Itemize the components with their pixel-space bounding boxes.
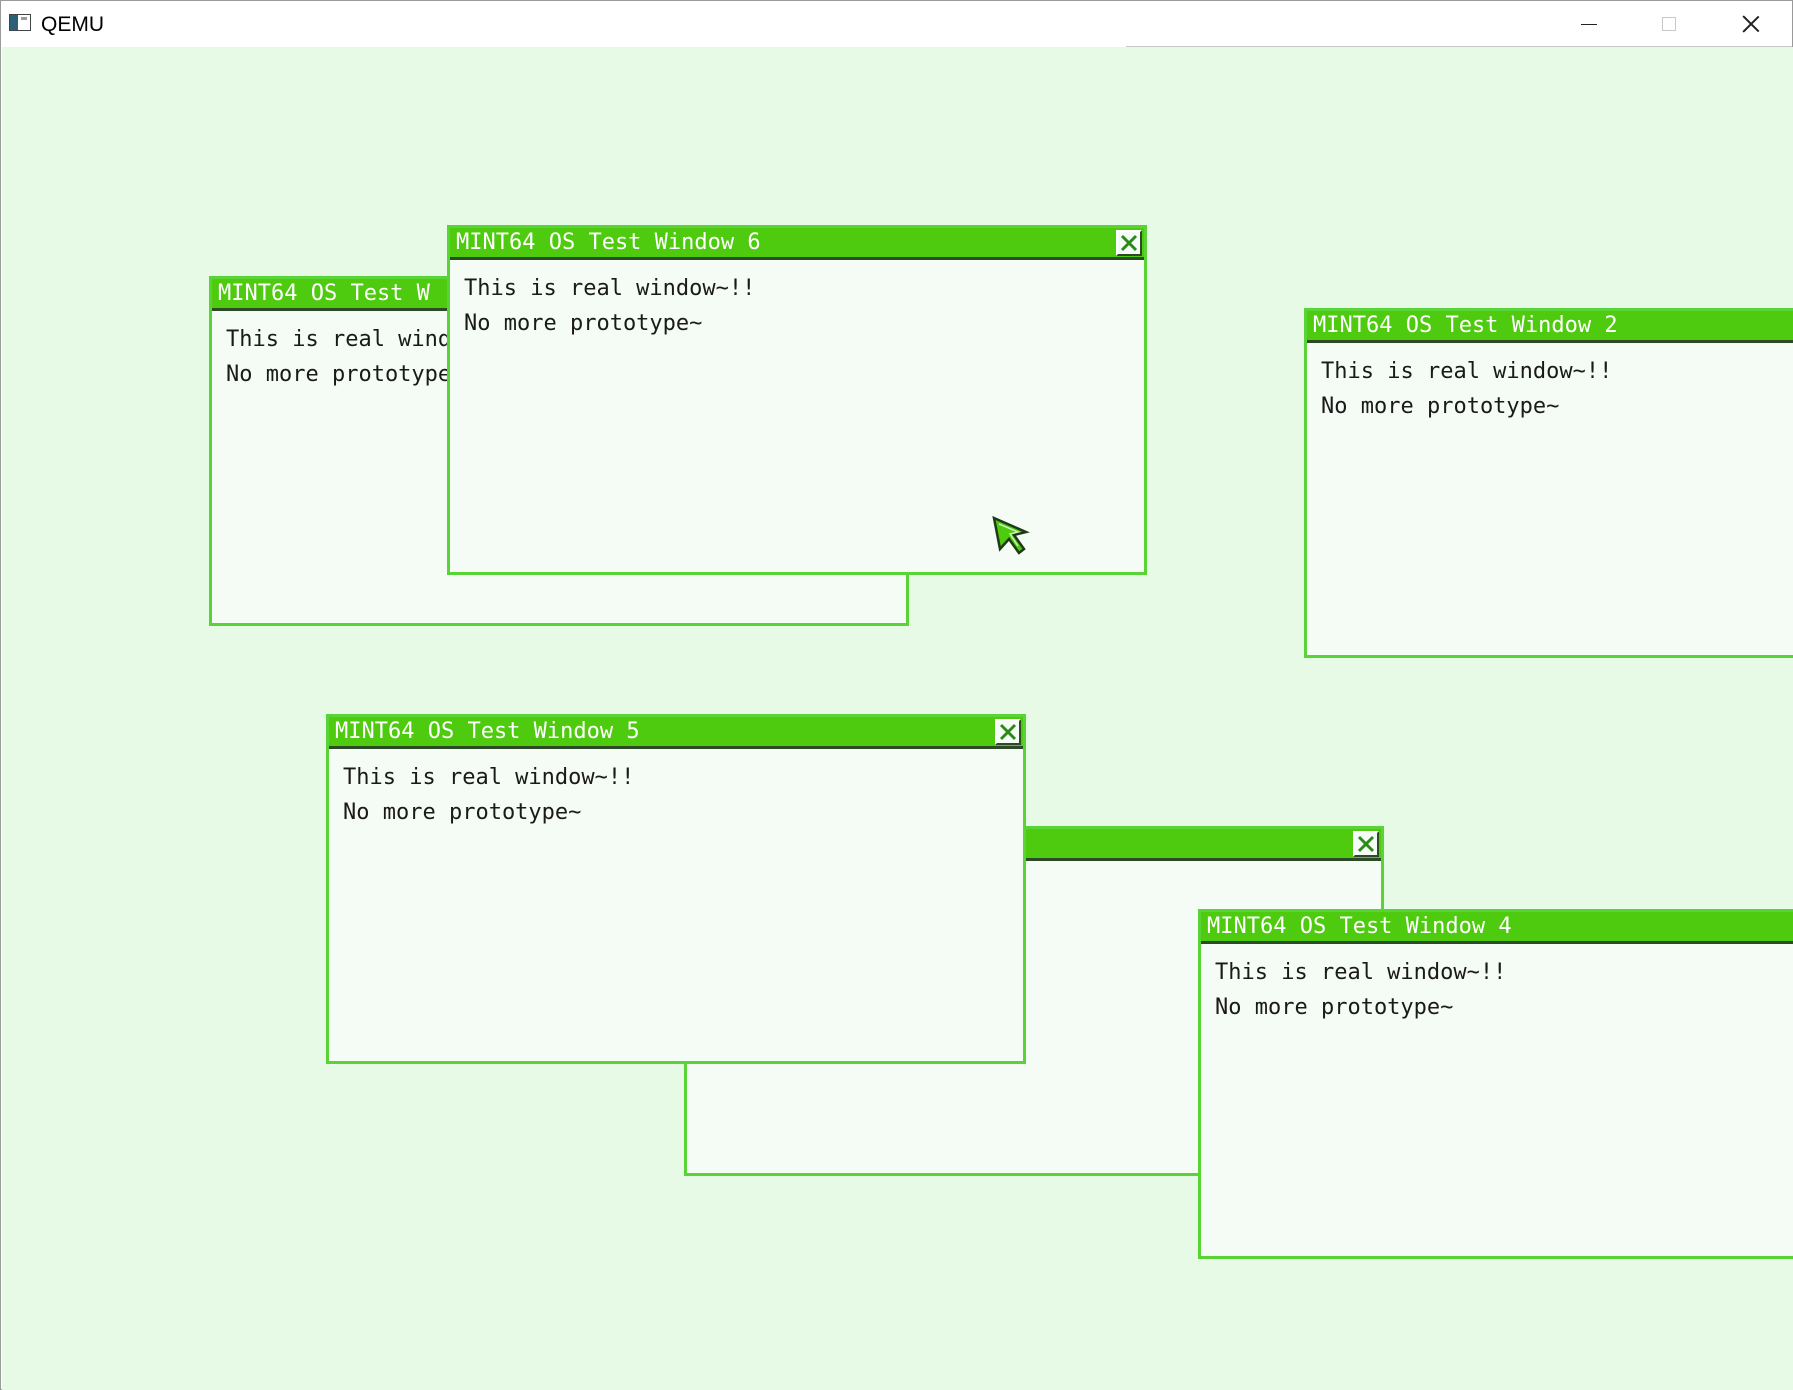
os-window-6-line-2: No more prototype~ bbox=[464, 311, 703, 336]
close-button[interactable] bbox=[1711, 1, 1791, 47]
os-window-1-line-2: No more prototype~ bbox=[226, 362, 465, 387]
os-window-4-titlebar[interactable]: MINT64 OS Test Window 4 bbox=[1201, 912, 1793, 944]
host-titlebar[interactable]: QEMU bbox=[1, 1, 1792, 47]
close-icon bbox=[1120, 234, 1138, 252]
titlebar-divider bbox=[1126, 46, 1792, 47]
os-window-2-body: This is real window~!! No more prototype~ bbox=[1321, 354, 1612, 424]
qemu-app-icon bbox=[9, 14, 31, 31]
close-icon bbox=[1742, 15, 1760, 33]
os-window-5-line-1: This is real window~!! bbox=[343, 765, 635, 790]
os-window-5-titlebar[interactable]: MINT64 OS Test Window 5 bbox=[329, 717, 1023, 749]
os-window-2-line-1: This is real window~!! bbox=[1321, 359, 1613, 384]
minimize-button[interactable] bbox=[1549, 1, 1629, 47]
os-window-5[interactable]: MINT64 OS Test Window 5 This is real win… bbox=[326, 714, 1026, 1064]
mouse-cursor-icon bbox=[992, 516, 1030, 555]
os-window-4-line-2: No more prototype~ bbox=[1215, 995, 1454, 1020]
maximize-icon bbox=[1662, 17, 1676, 31]
close-icon bbox=[1357, 835, 1375, 853]
host-window-title: QEMU bbox=[41, 13, 104, 36]
os-window-6[interactable]: MINT64 OS Test Window 6 This is real win… bbox=[447, 225, 1147, 575]
close-icon bbox=[999, 723, 1017, 741]
os-window-2-titlebar[interactable]: MINT64 OS Test Window 2 bbox=[1307, 311, 1793, 343]
os-window-5-line-2: No more prototype~ bbox=[343, 800, 582, 825]
os-window-2[interactable]: MINT64 OS Test Window 2 This is real win… bbox=[1304, 308, 1793, 658]
os-window-4-line-1: This is real window~!! bbox=[1215, 960, 1507, 985]
os-window-6-body: This is real window~!! No more prototype~ bbox=[464, 271, 755, 341]
os-window-4[interactable]: MINT64 OS Test Window 4 This is real win… bbox=[1198, 909, 1793, 1259]
os-window-6-close-button[interactable] bbox=[1116, 230, 1142, 256]
os-window-2-line-2: No more prototype~ bbox=[1321, 394, 1560, 419]
os-window-6-titlebar[interactable]: MINT64 OS Test Window 6 bbox=[450, 228, 1144, 260]
os-window-6-line-1: This is real window~!! bbox=[464, 276, 756, 301]
os-window-5-close-button[interactable] bbox=[995, 719, 1021, 745]
minimize-icon bbox=[1581, 23, 1597, 25]
os-window-4-body: This is real window~!! No more prototype~ bbox=[1215, 955, 1506, 1025]
os-window-5-body: This is real window~!! No more prototype~ bbox=[343, 760, 634, 830]
guest-desktop[interactable]: MINT64 OS Test W This is real window~!!N… bbox=[2, 47, 1793, 1390]
os-window-3-close-button[interactable] bbox=[1353, 831, 1379, 857]
maximize-button[interactable] bbox=[1629, 1, 1709, 47]
